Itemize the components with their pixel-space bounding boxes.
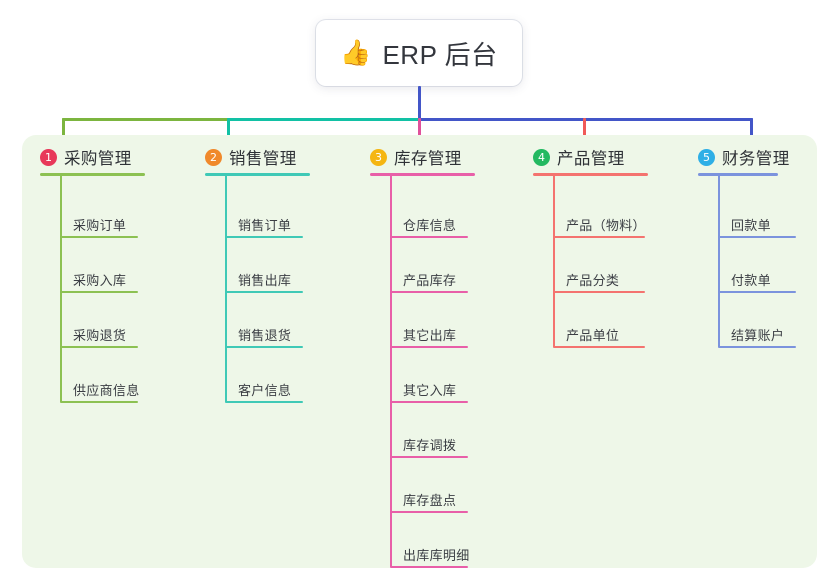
branch-number-badge-4: 4 xyxy=(533,148,550,166)
leaf-label[interactable]: 产品分类 xyxy=(566,273,620,288)
branch-number-badge-2: 2 xyxy=(205,148,222,166)
leaf-label[interactable]: 仓库信息 xyxy=(403,218,457,233)
branch-stem-3 xyxy=(390,173,392,567)
leaf-rule xyxy=(390,401,468,403)
branch-title-2: 销售管理 xyxy=(229,150,297,168)
leaf-label[interactable]: 客户信息 xyxy=(238,383,292,398)
root-trunk-line xyxy=(418,86,421,121)
branch-number-badge-1: 1 xyxy=(40,148,57,166)
branch-header-1[interactable]: 1 采购管理 xyxy=(40,145,132,169)
leaf-rule xyxy=(390,291,468,293)
leaf-label[interactable]: 采购入库 xyxy=(73,273,127,288)
leaf-label[interactable]: 出库库明细 xyxy=(403,548,470,563)
leaf-rule xyxy=(60,291,138,293)
branch-column-5: 5 财务管理回款单付款单结算账户 xyxy=(698,135,839,568)
branch-number-badge-5: 5 xyxy=(698,148,715,166)
branch-header-3[interactable]: 3 库存管理 xyxy=(370,145,462,169)
leaf-rule xyxy=(718,346,796,348)
branch-column-3: 3 库存管理仓库信息产品库存其它出库其它入库库存调拨库存盘点出库库明细 xyxy=(370,135,530,568)
leaf-label[interactable]: 其它入库 xyxy=(403,383,457,398)
leaf-rule xyxy=(718,236,796,238)
leaf-rule xyxy=(390,511,468,513)
thumbs-up-icon: 👍 xyxy=(340,38,372,67)
root-node[interactable]: 👍 ERP 后台 xyxy=(316,20,522,86)
branch-header-5[interactable]: 5 财务管理 xyxy=(698,145,790,169)
leaf-label[interactable]: 供应商信息 xyxy=(73,383,140,398)
branch-column-2: 2 销售管理销售订单销售出库销售退货客户信息 xyxy=(205,135,365,568)
leaf-rule xyxy=(390,346,468,348)
root-node-content: 👍 ERP 后台 xyxy=(340,35,497,72)
leaf-label[interactable]: 库存调拨 xyxy=(403,438,457,453)
leaf-label[interactable]: 销售退货 xyxy=(238,328,292,343)
leaf-rule xyxy=(225,401,303,403)
leaf-rule xyxy=(60,346,138,348)
leaf-rule xyxy=(390,566,468,568)
leaf-label[interactable]: 销售出库 xyxy=(238,273,292,288)
branch-column-1: 1 采购管理采购订单采购入库采购退货供应商信息 xyxy=(40,135,200,568)
leaf-rule xyxy=(553,236,645,238)
branch-header-2[interactable]: 2 销售管理 xyxy=(205,145,297,169)
branch-title-3: 库存管理 xyxy=(394,150,462,168)
branch-rule-1 xyxy=(40,173,145,176)
branches-panel: 1 采购管理采购订单采购入库采购退货供应商信息 2 销售管理销售订单销售出库销售退货客… xyxy=(22,135,817,568)
branch-stem-5 xyxy=(718,173,720,347)
leaf-label[interactable]: 产品库存 xyxy=(403,273,457,288)
leaf-rule xyxy=(390,456,468,458)
branch-header-4[interactable]: 4 产品管理 xyxy=(533,145,625,169)
leaf-label[interactable]: 其它出库 xyxy=(403,328,457,343)
bus-segment-left xyxy=(62,118,229,121)
branch-column-4: 4 产品管理产品（物料） 产品分类产品单位 xyxy=(533,135,693,568)
branch-title-4: 产品管理 xyxy=(557,150,625,168)
leaf-rule xyxy=(60,401,138,403)
branch-title-1: 采购管理 xyxy=(64,150,132,168)
leaf-label[interactable]: 销售订单 xyxy=(238,218,292,233)
leaf-label[interactable]: 产品（物料） xyxy=(566,218,646,233)
leaf-rule xyxy=(225,236,303,238)
leaf-rule xyxy=(225,346,303,348)
branch-number-badge-3: 3 xyxy=(370,148,387,166)
leaf-label[interactable]: 回款单 xyxy=(731,218,771,233)
bus-segment-mid xyxy=(227,118,420,121)
branch-stem-4 xyxy=(553,173,555,347)
leaf-rule xyxy=(225,291,303,293)
leaf-label[interactable]: 采购退货 xyxy=(73,328,127,343)
branch-title-5: 财务管理 xyxy=(722,150,790,168)
branch-rule-2 xyxy=(205,173,310,176)
leaf-label[interactable]: 库存盘点 xyxy=(403,493,457,508)
leaf-rule xyxy=(60,236,138,238)
branch-stem-2 xyxy=(225,173,227,402)
leaf-rule xyxy=(718,291,796,293)
branch-stem-1 xyxy=(60,173,62,402)
leaf-label[interactable]: 付款单 xyxy=(731,273,771,288)
leaf-label[interactable]: 产品单位 xyxy=(566,328,620,343)
leaf-rule xyxy=(553,291,645,293)
leaf-label[interactable]: 采购订单 xyxy=(73,218,127,233)
leaf-rule xyxy=(390,236,468,238)
branch-rule-5 xyxy=(698,173,778,176)
branch-rule-4 xyxy=(533,173,648,176)
root-node-title: ERP 后台 xyxy=(382,39,498,70)
branch-rule-3 xyxy=(370,173,475,176)
leaf-label[interactable]: 结算账户 xyxy=(731,328,785,343)
leaf-rule xyxy=(553,346,645,348)
